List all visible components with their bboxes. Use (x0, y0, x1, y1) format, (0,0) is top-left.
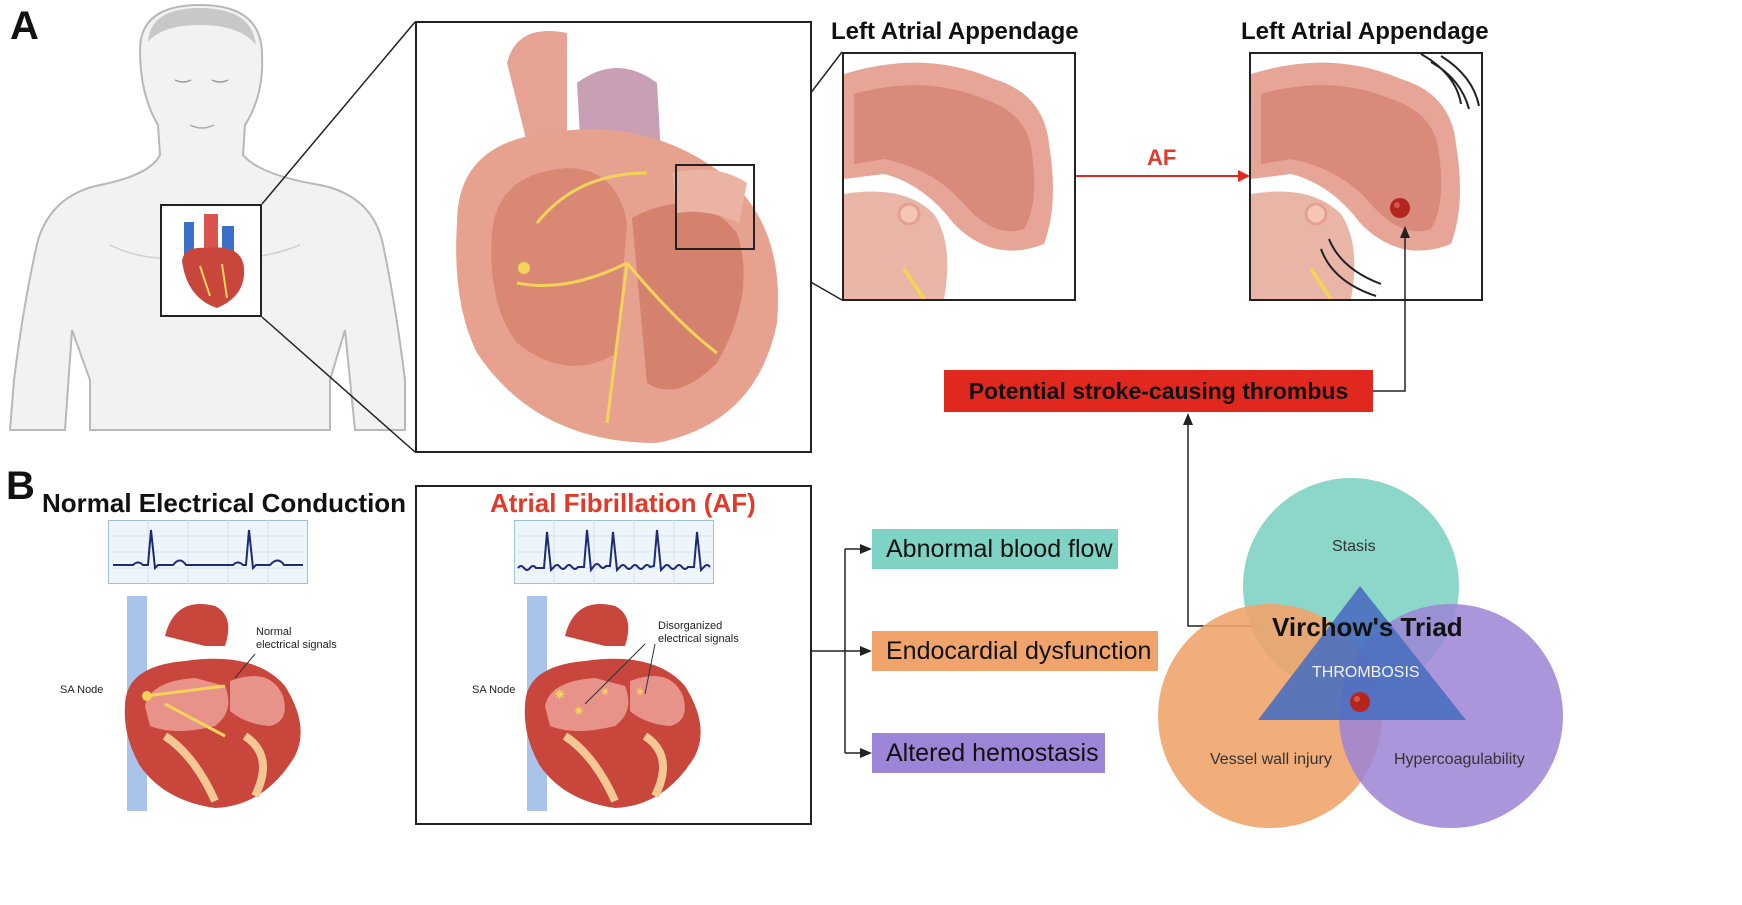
panel-b-letter: B (6, 466, 35, 506)
af-title: Atrial Fibrillation (AF) (490, 488, 756, 519)
factor-altered-hemostasis: Altered hemostasis (872, 733, 1105, 773)
normal-signals-label: Normal electrical signals (256, 626, 337, 652)
af-sa-node-label: SA Node (472, 684, 515, 697)
svg-text:✷: ✷ (635, 685, 645, 699)
virchow-venn-diagram (1160, 478, 1560, 830)
af-signals-label: Disorganized electrical signals (658, 620, 739, 646)
venn-label-hypercoagulability: Hypercoagulability (1394, 751, 1525, 769)
af-ecg-strip (514, 520, 714, 584)
factor-endocardial-dysfunction: Endocardial dysfunction (872, 631, 1158, 671)
virchow-triad-title: Virchow's Triad (1272, 612, 1463, 643)
svg-text:✷: ✷ (573, 704, 585, 720)
venn-center-thrombosis: THROMBOSIS (1312, 664, 1420, 682)
normal-ecg-strip (108, 520, 308, 584)
svg-text:✷: ✷ (553, 685, 566, 704)
normal-sa-node-label: SA Node (60, 684, 103, 697)
normal-conduction-title: Normal Electrical Conduction (42, 488, 406, 519)
venn-label-vessel-wall: Vessel wall injury (1210, 751, 1332, 769)
factor-abnormal-blood-flow: Abnormal blood flow (872, 529, 1118, 569)
venn-label-stasis: Stasis (1332, 538, 1376, 556)
